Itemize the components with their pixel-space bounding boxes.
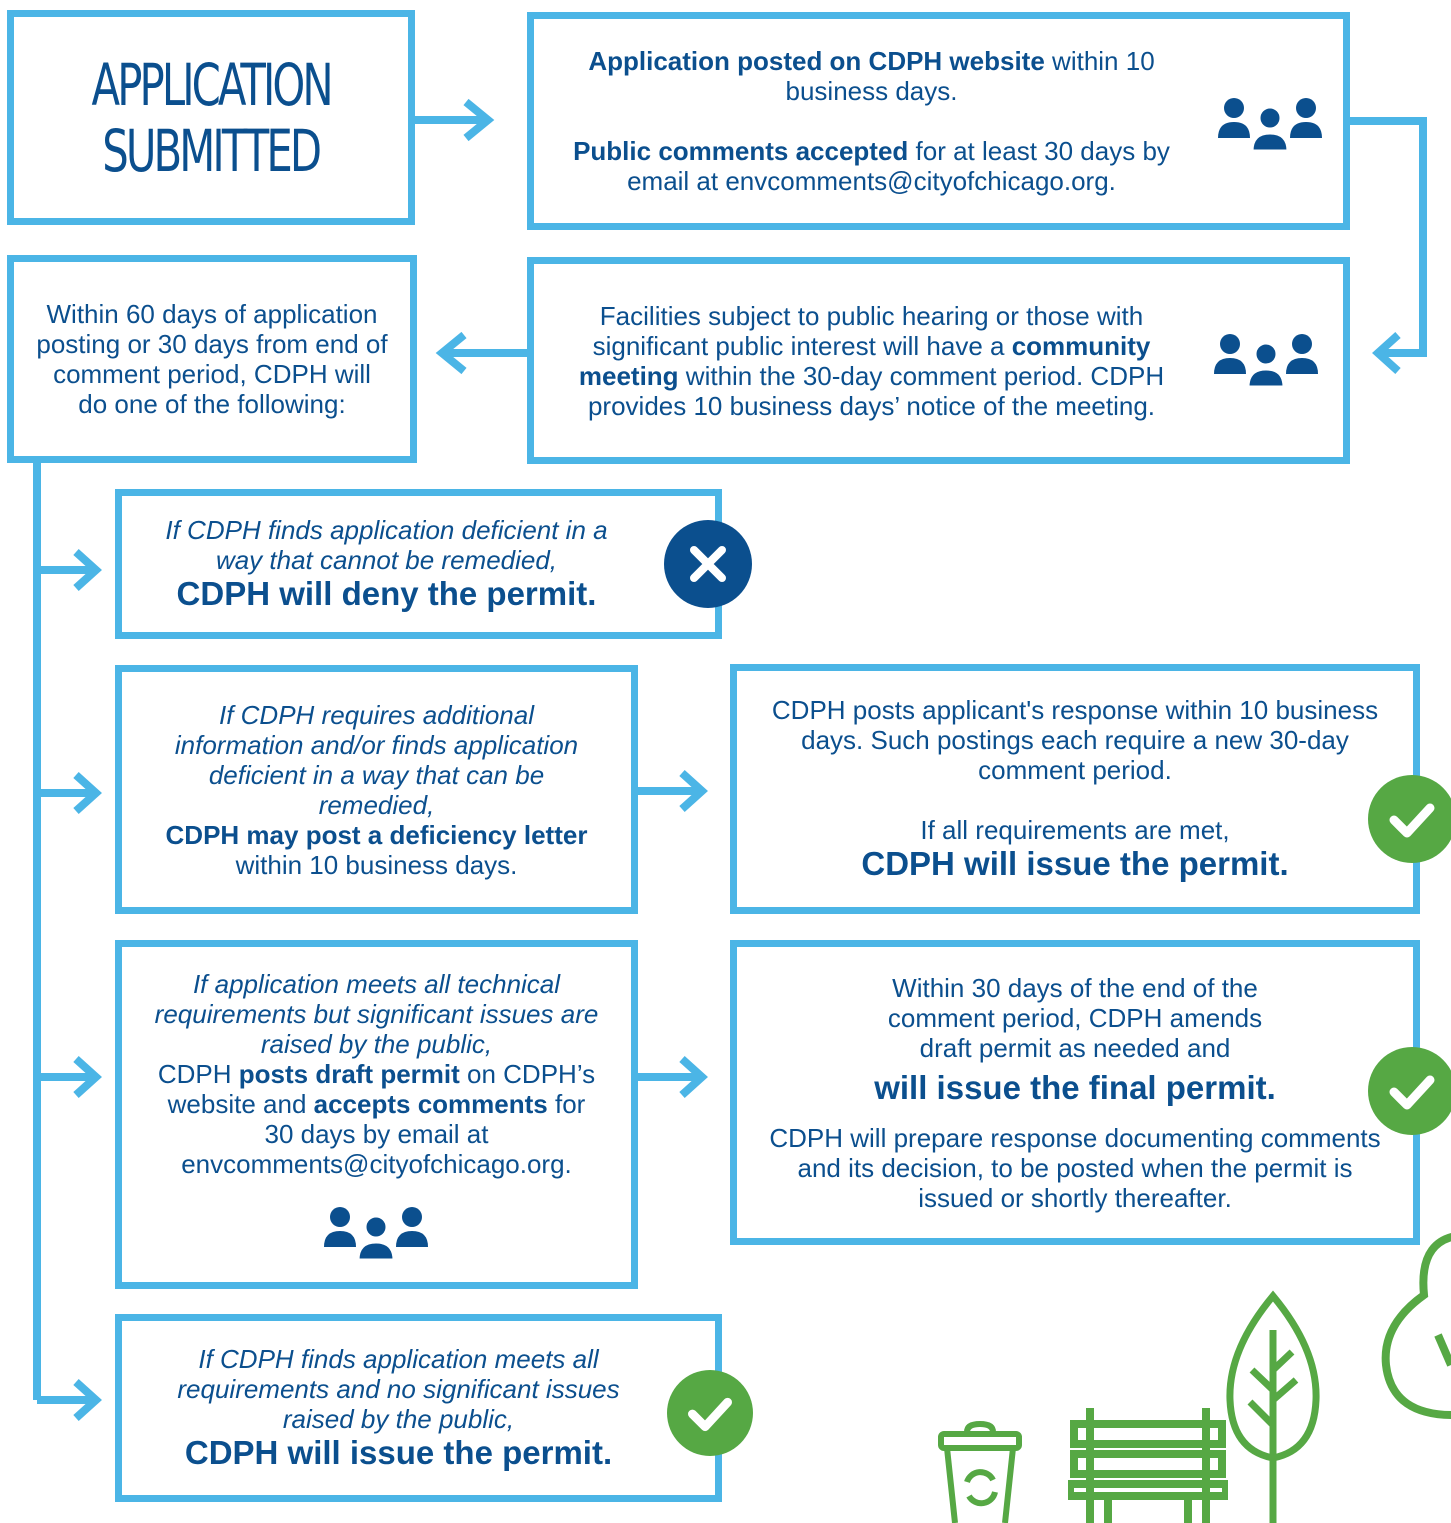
meeting-pre: Facilities subject to public hearing or … — [592, 300, 1144, 361]
response-condition: If all requirements are met, — [920, 815, 1230, 845]
issue-condition: If CDPH finds application meets all requ… — [177, 1344, 620, 1434]
start-title-line-1: APPLICATION — [91, 50, 333, 119]
community-meeting-box: Facilities subject to public hearing or … — [527, 257, 1350, 464]
check-icon — [667, 1370, 753, 1456]
draft-e: for 30 days by email at envcomments@city… — [181, 1088, 586, 1179]
deficiency-bold: CDPH may post a deficiency letter — [165, 819, 588, 850]
park-bench-icon — [1068, 1408, 1228, 1523]
deny-outcome: CDPH will deny the permit. — [176, 575, 597, 612]
people-icon — [1214, 334, 1318, 388]
posting-bold-1: Application posted on CDPH website — [588, 46, 1045, 76]
people-icon — [324, 1206, 428, 1261]
posting-rest-1: within 10 business days. — [785, 46, 1155, 106]
final-permit-box: Within 30 days of the end of the comment… — [730, 940, 1420, 1245]
check-icon — [1368, 775, 1451, 863]
posting-paragraph-2: Public comments accepted for at least 30… — [570, 136, 1173, 196]
meeting-bold: community meeting — [578, 330, 1151, 391]
deficiency-rest: within 10 business days. — [235, 849, 518, 880]
close-icon — [664, 520, 752, 608]
deficiency-condition: If CDPH requires additional information … — [174, 699, 579, 820]
final-outcome: will issue the final permit. — [874, 1068, 1276, 1106]
issue-permit-box: If CDPH finds application meets all requ… — [115, 1314, 722, 1502]
decision-text: Within 60 days of application posting or… — [36, 299, 388, 419]
decision-box: Within 60 days of application posting or… — [7, 255, 417, 463]
draft-d: accepts comments — [313, 1088, 548, 1119]
response-outcome: CDPH will issue the permit. — [861, 845, 1289, 882]
posting-box: Application posted on CDPH website withi… — [527, 12, 1350, 230]
start-title-line-2: SUBMITTED — [102, 116, 323, 185]
application-submitted-box: APPLICATION SUBMITTED — [7, 10, 415, 225]
posting-rest-2: for at least 30 days by email at envcomm… — [627, 136, 1170, 196]
response-box: CDPH posts applicant's response within 1… — [730, 664, 1420, 914]
deficiency-outcome: CDPH may post a deficiency letter within… — [162, 820, 591, 880]
meeting-post: within the 30-day comment period. CDPH p… — [587, 360, 1165, 421]
draft-b: posts draft permit — [238, 1058, 460, 1089]
tree-icon — [1381, 1233, 1451, 1419]
posting-bold-2: Public comments accepted — [573, 136, 909, 166]
recycling-bin-icon — [938, 1420, 1022, 1523]
people-icon — [1218, 98, 1322, 152]
final-note: CDPH will prepare response documenting c… — [769, 1122, 1381, 1213]
check-icon — [1368, 1047, 1451, 1135]
draft-a: CDPH — [157, 1058, 239, 1089]
draft-permit-box: If application meets all technical requi… — [115, 940, 638, 1289]
issue-outcome: CDPH will issue the permit. — [184, 1434, 613, 1471]
deficiency-box: If CDPH requires additional information … — [115, 665, 638, 914]
tree-icon — [1226, 1290, 1320, 1523]
draft-c: on CDPH’s website and — [167, 1058, 596, 1119]
deny-condition: If CDPH finds application deficient in a… — [165, 515, 608, 575]
draft-condition: If application meets all technical requi… — [154, 968, 599, 1059]
final-text: Within 30 days of the end of the comment… — [887, 972, 1263, 1063]
deny-box: If CDPH finds application deficient in a… — [115, 489, 722, 639]
response-text: CDPH posts applicant's response within 1… — [771, 695, 1379, 785]
meeting-text: Facilities subject to public hearing or … — [560, 301, 1183, 421]
draft-outcome: CDPH posts draft permit on CDPH’s websit… — [150, 1059, 603, 1179]
posting-paragraph-1: Application posted on CDPH website withi… — [570, 46, 1173, 106]
